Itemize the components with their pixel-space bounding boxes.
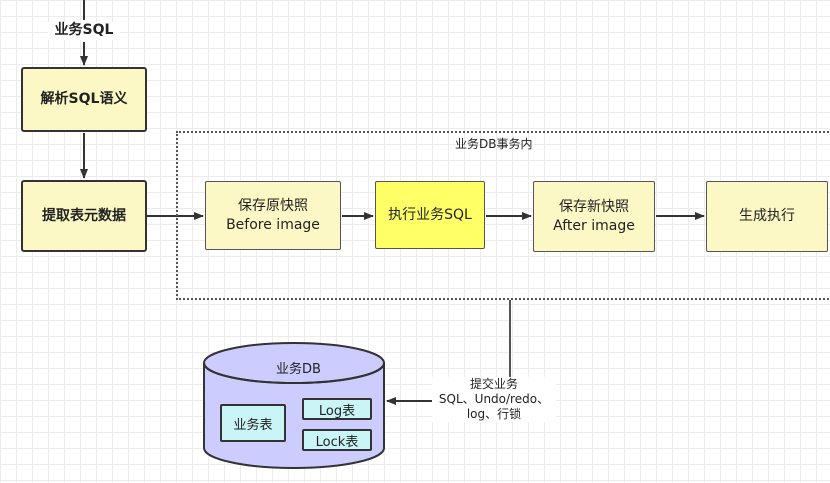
lock-table: Lock表 xyxy=(302,429,372,451)
business-sql-label: 业务SQL xyxy=(48,22,120,40)
transaction-region xyxy=(176,131,830,300)
after-image-label: 保存新快照 After image xyxy=(553,199,635,234)
generate-execution-step: 生成执行 xyxy=(706,181,828,252)
business-table: 业务表 xyxy=(220,404,286,442)
database-name: 业务DB xyxy=(276,362,321,377)
parse-sql-semantics-label: 解析SQL语义 xyxy=(40,91,128,108)
lock-table-label: Lock表 xyxy=(315,434,359,450)
business-table-label: 业务表 xyxy=(233,417,273,433)
extract-table-metadata-step: 提取表元数据 xyxy=(21,180,147,252)
generate-execution-label: 生成执行 xyxy=(739,208,795,225)
log-table: Log表 xyxy=(302,398,372,420)
parse-sql-semantics-step: 解析SQL语义 xyxy=(21,67,147,132)
execute-business-sql-label: 执行业务SQL xyxy=(388,206,472,223)
before-image-step: 保存原快照 Before image xyxy=(205,181,341,250)
after-image-step: 保存新快照 After image xyxy=(533,181,655,252)
commit-business-label: 提交业务 SQL、Undo/redo、 log、行锁 xyxy=(432,377,556,422)
transaction-region-title: 业务DB事务内 xyxy=(455,137,533,151)
before-image-label: 保存原快照 Before image xyxy=(226,198,320,233)
extract-table-metadata-label: 提取表元数据 xyxy=(42,207,126,224)
execute-business-sql-step: 执行业务SQL xyxy=(375,181,485,249)
log-table-label: Log表 xyxy=(318,403,356,419)
